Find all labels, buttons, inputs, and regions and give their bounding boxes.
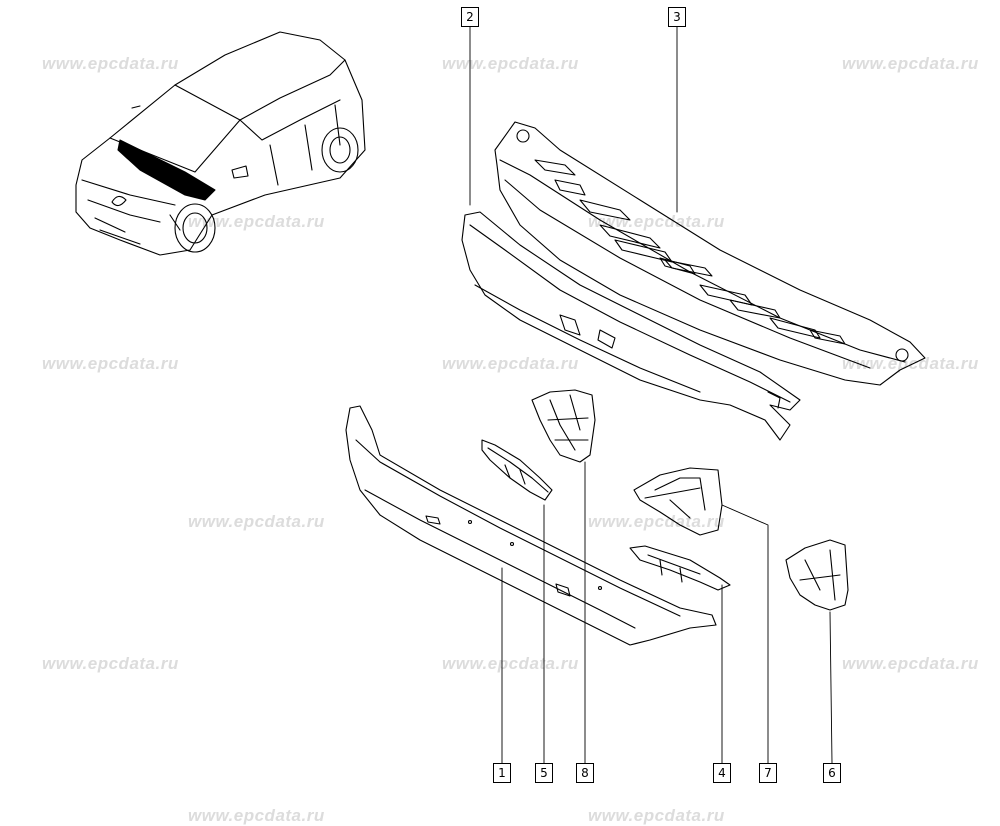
leader-lines (469, 23, 833, 764)
watermark: www.epcdata.ru (442, 354, 579, 373)
watermark: www.epcdata.ru (188, 512, 325, 531)
callout-6: 6 (823, 763, 841, 783)
watermark: www.epcdata.ru (842, 354, 979, 373)
car-illustration (75, 31, 366, 256)
watermark: www.epcdata.ru (842, 54, 979, 73)
part-4-bracket (629, 545, 731, 591)
watermark: www.epcdata.ru (842, 654, 979, 673)
watermark: www.epcdata.ru (42, 354, 179, 373)
watermark: www.epcdata.ru (588, 212, 725, 231)
watermark: www.epcdata.ru (42, 654, 179, 673)
part-7-bracket (633, 467, 723, 536)
part-2-lower-panel (461, 211, 801, 441)
callout-8: 8 (576, 763, 594, 783)
part-3-upper-panel (494, 121, 926, 386)
callout-3: 3 (668, 7, 686, 27)
callout-1: 1 (493, 763, 511, 783)
part-6-bracket (785, 539, 849, 611)
callout-4: 4 (713, 763, 731, 783)
watermark: www.epcdata.ru (188, 212, 325, 231)
watermark: www.epcdata.ru (442, 54, 579, 73)
part-8-bracket (531, 389, 596, 463)
callout-7: 7 (759, 763, 777, 783)
watermark: www.epcdata.ru (588, 512, 725, 531)
callout-5: 5 (535, 763, 553, 783)
watermark: www.epcdata.ru (42, 54, 179, 73)
part-5-bracket (481, 439, 553, 501)
callout-2: 2 (461, 7, 479, 27)
part-1-cross-member (345, 405, 717, 646)
